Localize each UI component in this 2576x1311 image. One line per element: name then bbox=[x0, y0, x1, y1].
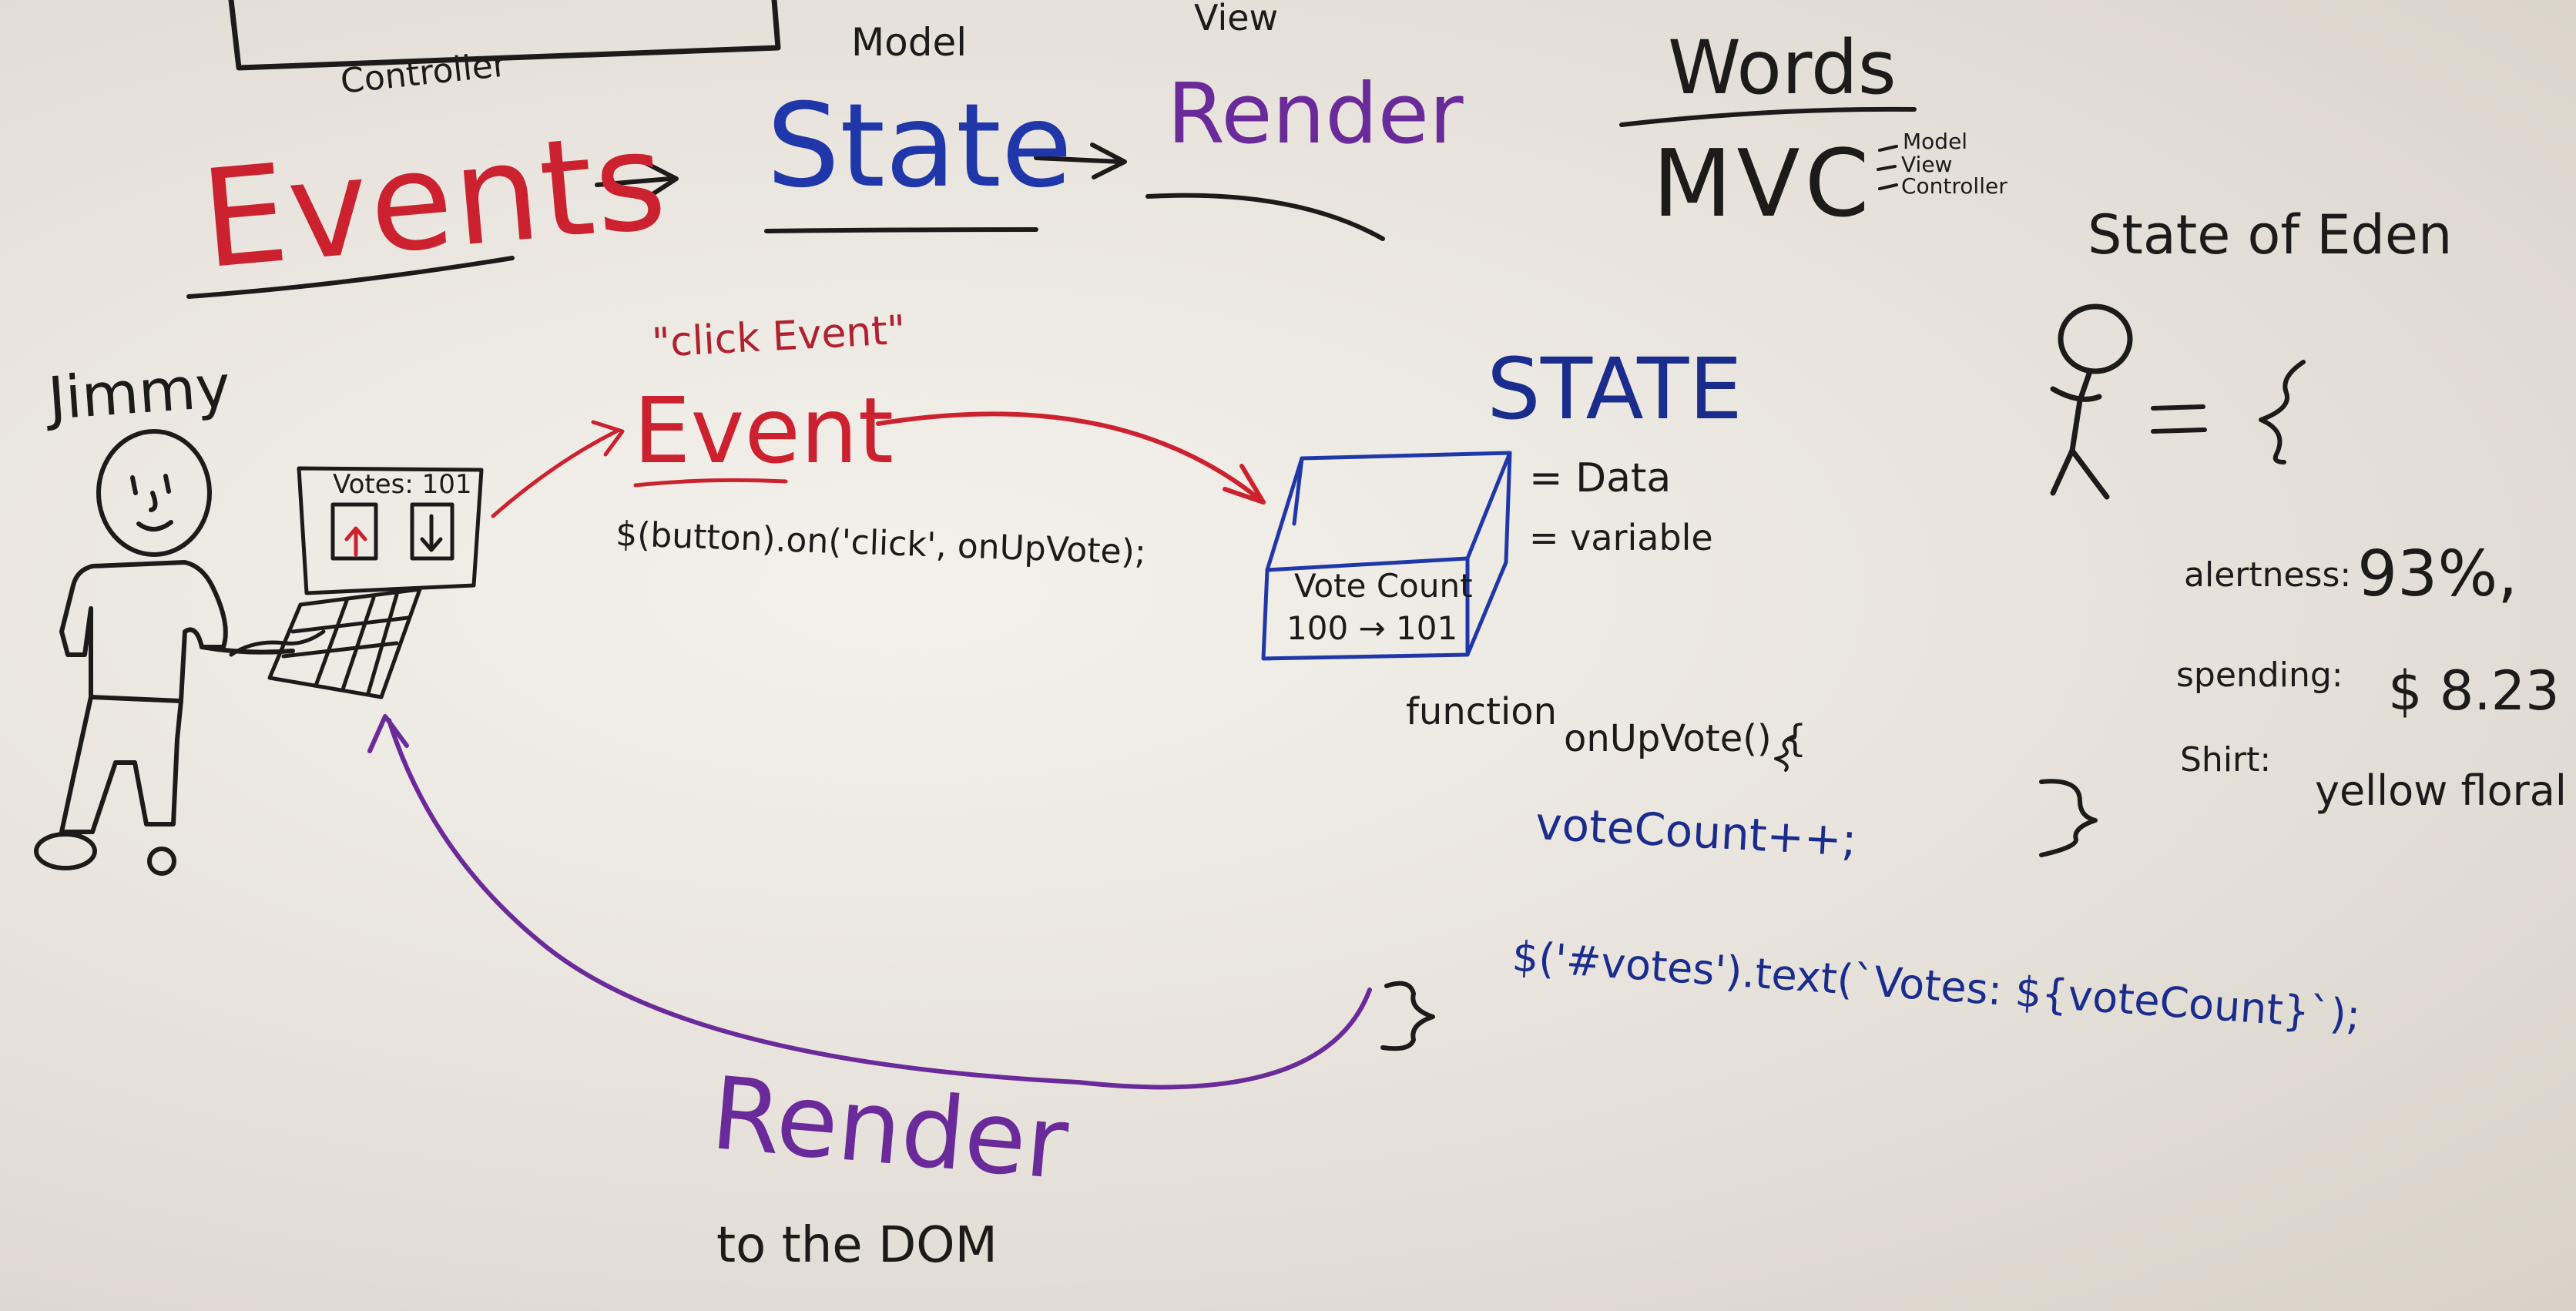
jimmy-figure bbox=[34, 429, 295, 876]
render-brace bbox=[1380, 981, 1435, 1051]
render-heading: Render bbox=[1167, 66, 1464, 163]
eden-alertness-label: alertness: bbox=[2184, 555, 2352, 595]
up-arrow-red bbox=[344, 526, 367, 557]
events-to-state-arrow bbox=[595, 159, 679, 201]
eden-open-brace bbox=[2259, 360, 2306, 464]
state-cube bbox=[1261, 451, 1512, 661]
event-to-state-arrow bbox=[876, 411, 1266, 505]
state-box-line1: Vote Count bbox=[1294, 567, 1473, 605]
eden-figure bbox=[2050, 303, 2133, 500]
mvc-label: MVC bbox=[1652, 131, 1874, 238]
function-signature: onUpVote() { bbox=[1564, 717, 1807, 760]
events-underline bbox=[186, 256, 515, 299]
event-heading: Event bbox=[633, 377, 894, 484]
state-underline bbox=[764, 227, 1038, 233]
jimmy-label: Jimmy bbox=[45, 351, 233, 433]
events-heading: Events bbox=[195, 102, 673, 300]
eden-close-brace bbox=[2039, 779, 2098, 857]
eden-spending-label: spending: bbox=[2176, 656, 2343, 695]
mvc-model-label: Model bbox=[1903, 129, 1968, 154]
function-keyword: function bbox=[1406, 690, 1558, 733]
mvc-view-label: View bbox=[1901, 152, 1953, 177]
controller-box bbox=[228, 0, 781, 71]
state-heading: State bbox=[766, 79, 1073, 213]
eden-shirt-value: yellow floral bbox=[2315, 766, 2567, 815]
function-open-brace bbox=[1774, 734, 1796, 772]
state-box-line2: 100 → 101 bbox=[1286, 609, 1458, 647]
eden-shirt-label: Shirt: bbox=[2180, 740, 2272, 780]
mvc-dashes bbox=[1877, 145, 1898, 190]
render-bottom-heading: Render bbox=[706, 1054, 1073, 1202]
votes-screen-label: Votes: 101 bbox=[333, 469, 472, 500]
laptop-drawing bbox=[229, 466, 484, 699]
state-to-render-arrow bbox=[1034, 142, 1127, 179]
render-bottom-subtitle: to the DOM bbox=[716, 1217, 998, 1274]
model-label: Model bbox=[851, 20, 968, 65]
eden-title: State of Eden bbox=[2088, 203, 2453, 267]
eden-spending-value: $ 8.23 bbox=[2388, 659, 2560, 723]
render-arrow bbox=[367, 714, 1372, 1090]
words-underline bbox=[1619, 106, 1917, 127]
eden-equals bbox=[2151, 404, 2207, 434]
view-label: View bbox=[1194, 0, 1279, 39]
mvc-controller-label: Controller bbox=[1901, 173, 2007, 199]
state-variable-note: = variable bbox=[1529, 517, 1713, 558]
event-underline bbox=[633, 478, 788, 488]
laptop-to-event-arrow bbox=[491, 420, 625, 518]
words-heading: Words bbox=[1668, 25, 1897, 111]
eden-alertness-value: 93%, bbox=[2357, 538, 2518, 611]
state-box-title: STATE bbox=[1487, 340, 1742, 438]
render-underline bbox=[1145, 193, 1385, 241]
state-data-note: = Data bbox=[1529, 455, 1672, 501]
